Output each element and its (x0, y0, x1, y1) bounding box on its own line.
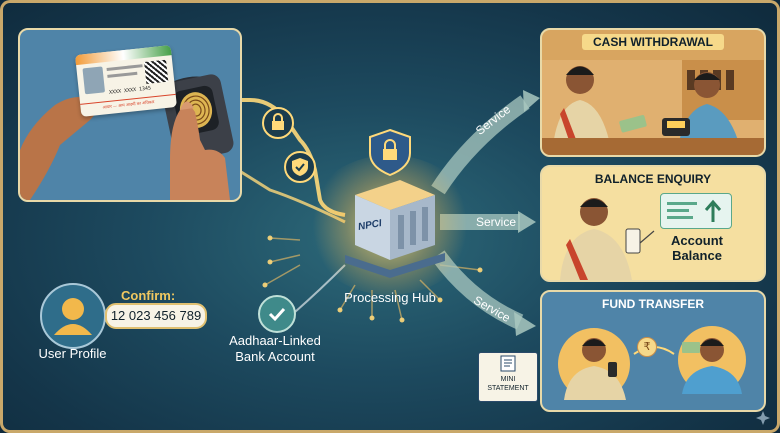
account-balance-label: Account Balance (652, 233, 742, 263)
shield-icon (284, 151, 316, 183)
balance-enquiry-panel: BALANCE ENQUIRY Account Balance (540, 165, 766, 282)
mini-statement-line2: STATEMENT (487, 385, 529, 392)
cash-withdrawal-panel: CASH WITHDRAWAL (540, 28, 766, 157)
scan-illustration (20, 74, 234, 200)
left-hand (20, 96, 98, 200)
card-number: XXXX XXXX 1345 (108, 85, 152, 96)
receipt-icon (500, 355, 516, 372)
bank-account-label: Aadhaar-Linked Bank Account (215, 333, 335, 365)
cash-withdrawal-title: CASH WITHDRAWAL (582, 34, 724, 50)
fund-scene (558, 326, 746, 400)
finger-hand (170, 105, 230, 200)
npci-hub: NPCI (305, 125, 475, 295)
balance-card (660, 193, 732, 229)
photo-icon (82, 66, 106, 95)
bank-label-line2: Bank Account (235, 349, 315, 364)
user-icon (54, 298, 92, 335)
up-arrow-icon (704, 199, 722, 222)
biometric-scan-panel: XXXX XXXX 1345 आधार — आम आदमी का अधिकार (18, 28, 242, 202)
fund-transfer-panel: FUND TRANSFER ₹ (540, 290, 766, 412)
cash-scene (542, 60, 764, 155)
mini-statement-line1: MINI (500, 376, 516, 383)
account-balance-line2: Balance (672, 248, 722, 263)
rupee-coin-icon: ₹ (637, 337, 657, 357)
hub-label: Processing Hub (344, 290, 436, 305)
qr-code-icon (144, 59, 169, 84)
confirm-label: Confirm: (121, 288, 176, 303)
service-label-balance: Service (476, 215, 517, 229)
balance-enquiry-title: BALANCE ENQUIRY (594, 172, 712, 186)
account-number-field: 12 023 456 789 (105, 303, 207, 329)
mini-statement-card: MINI STATEMENT (478, 352, 538, 402)
fund-transfer-title: FUND TRANSFER (602, 297, 704, 311)
account-balance-line1: Account (671, 233, 723, 248)
aadhaar-card: XXXX XXXX 1345 आधार — आम आदमी का अधिकार (75, 45, 177, 117)
checkmark-icon (258, 295, 296, 333)
balance-scene (560, 198, 655, 280)
sparkle-icon (756, 410, 770, 425)
lock-icon (262, 107, 294, 139)
circuit-lines (264, 237, 481, 321)
user-avatar (40, 283, 106, 349)
user-profile-label: User Profile (38, 346, 107, 361)
mini-statement-label: MINI STATEMENT (479, 375, 537, 393)
hub-lock-icon (369, 128, 411, 177)
bank-label-line1: Aadhaar-Linked (229, 333, 321, 348)
